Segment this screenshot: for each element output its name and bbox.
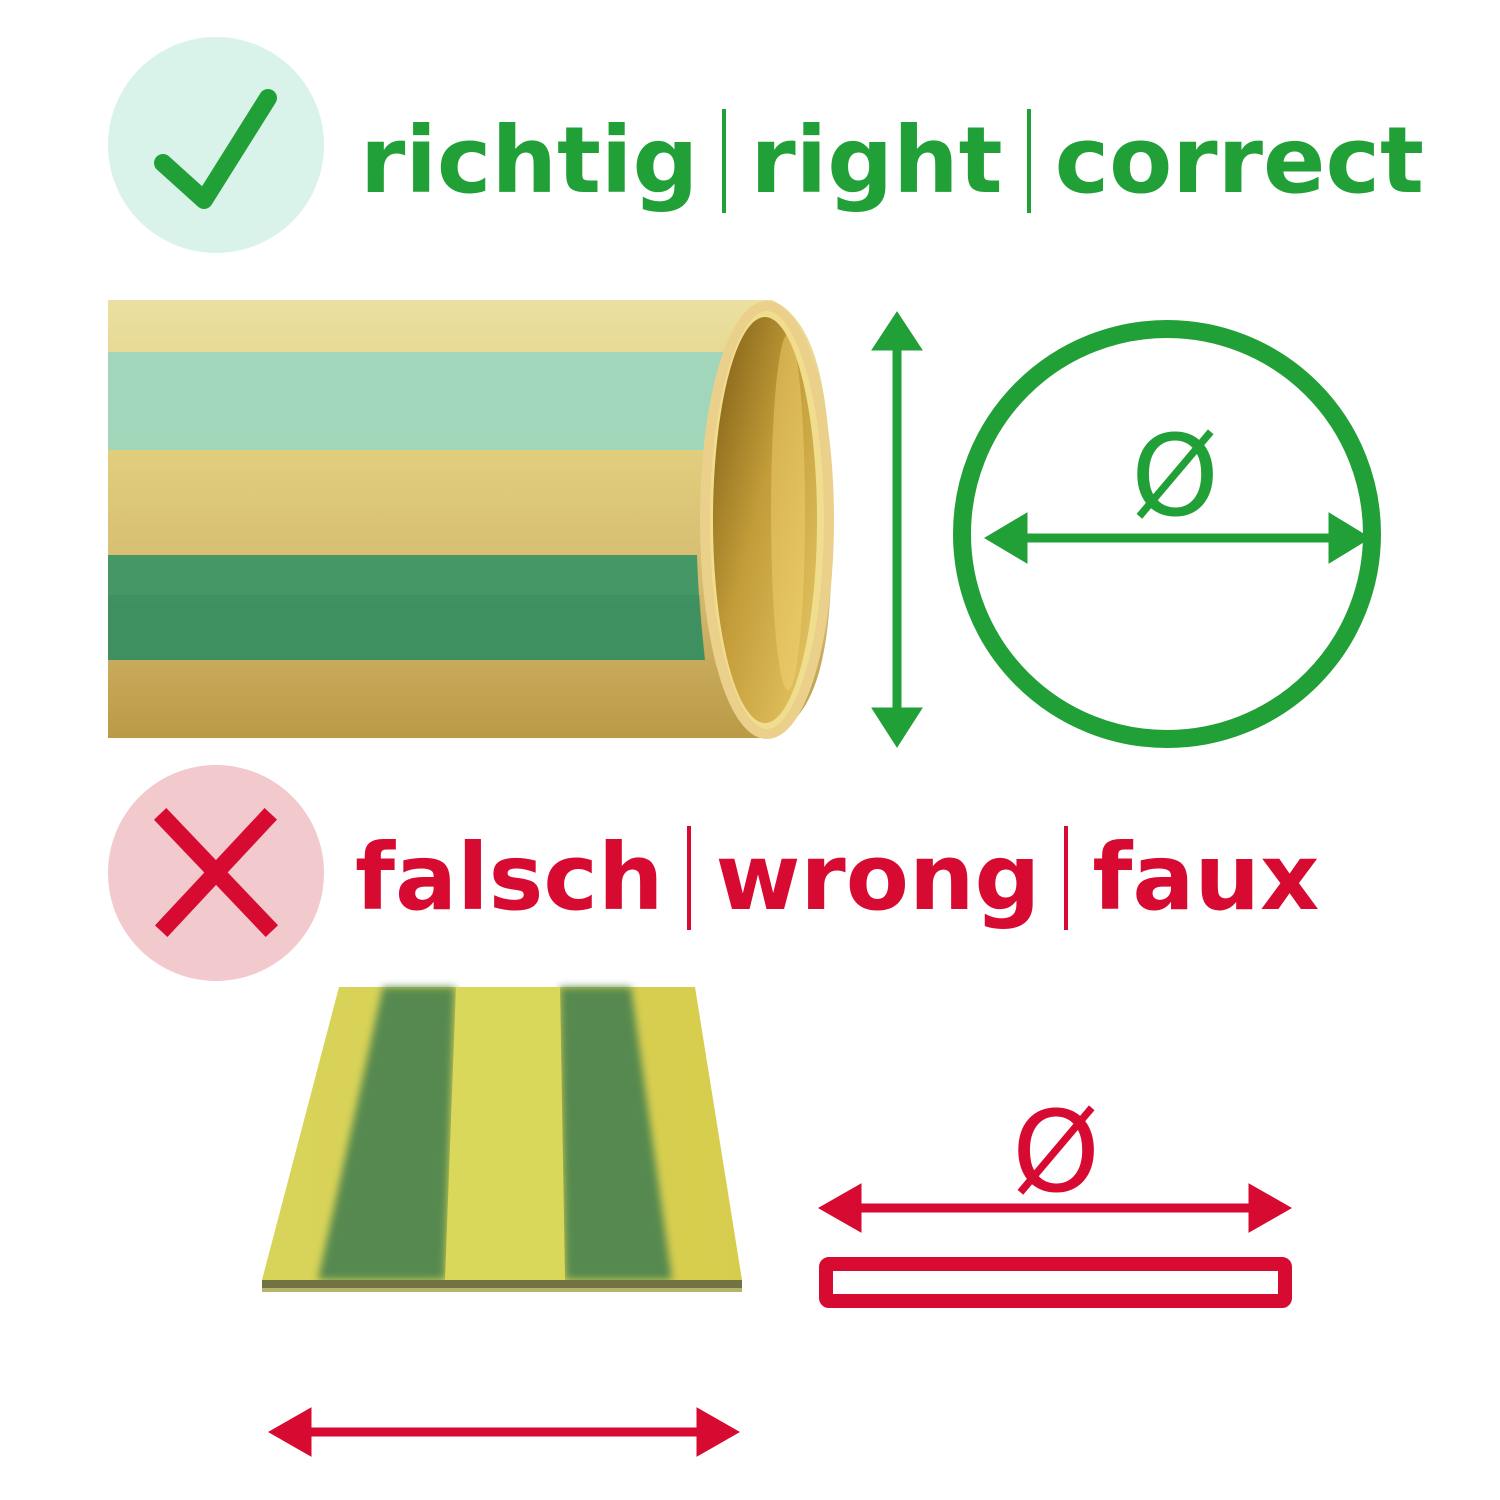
tube-stripe-light <box>108 352 725 450</box>
x-icon <box>153 807 279 938</box>
label-right: right <box>750 107 1003 214</box>
wrong-heading: falsch wrong faux <box>355 815 1319 941</box>
diameter-circle <box>953 320 1381 748</box>
tube-stripe-dark <box>108 555 705 660</box>
right-heading: richtig right correct <box>360 98 1424 224</box>
horizontal-diameter-arrow <box>984 512 1371 564</box>
diameter-symbol-red: Ø <box>1012 1088 1101 1218</box>
diameter-symbol-green: Ø <box>1131 412 1220 542</box>
check-icon <box>154 89 277 209</box>
flat-strip <box>262 987 742 1292</box>
vertical-height-arrow <box>871 311 923 748</box>
flat-diameter-arrow <box>817 1183 1293 1233</box>
label-correct: correct <box>1054 107 1424 214</box>
flat-strip-stripe-left <box>318 987 455 1280</box>
tube-opening-inner <box>713 317 817 723</box>
round-tube <box>108 300 834 739</box>
label-richtig: richtig <box>360 107 699 214</box>
check-bubble <box>108 37 324 253</box>
separator <box>1064 826 1069 930</box>
separator <box>1026 109 1031 213</box>
label-wrong: wrong <box>715 824 1041 931</box>
separator <box>687 826 692 930</box>
label-faux: faux <box>1092 824 1320 931</box>
label-falsch: falsch <box>355 824 664 931</box>
flat-strip-stripe-right <box>560 987 672 1280</box>
strip-width-arrow <box>267 1407 741 1457</box>
separator <box>722 109 727 213</box>
flattened-profile <box>819 1257 1292 1308</box>
flat-strip-edge-highlight <box>262 1288 742 1292</box>
tube-stripe-dark-shadow <box>108 595 705 660</box>
flat-strip-center-band <box>445 987 565 1280</box>
tube-opening-highlight <box>771 334 805 690</box>
